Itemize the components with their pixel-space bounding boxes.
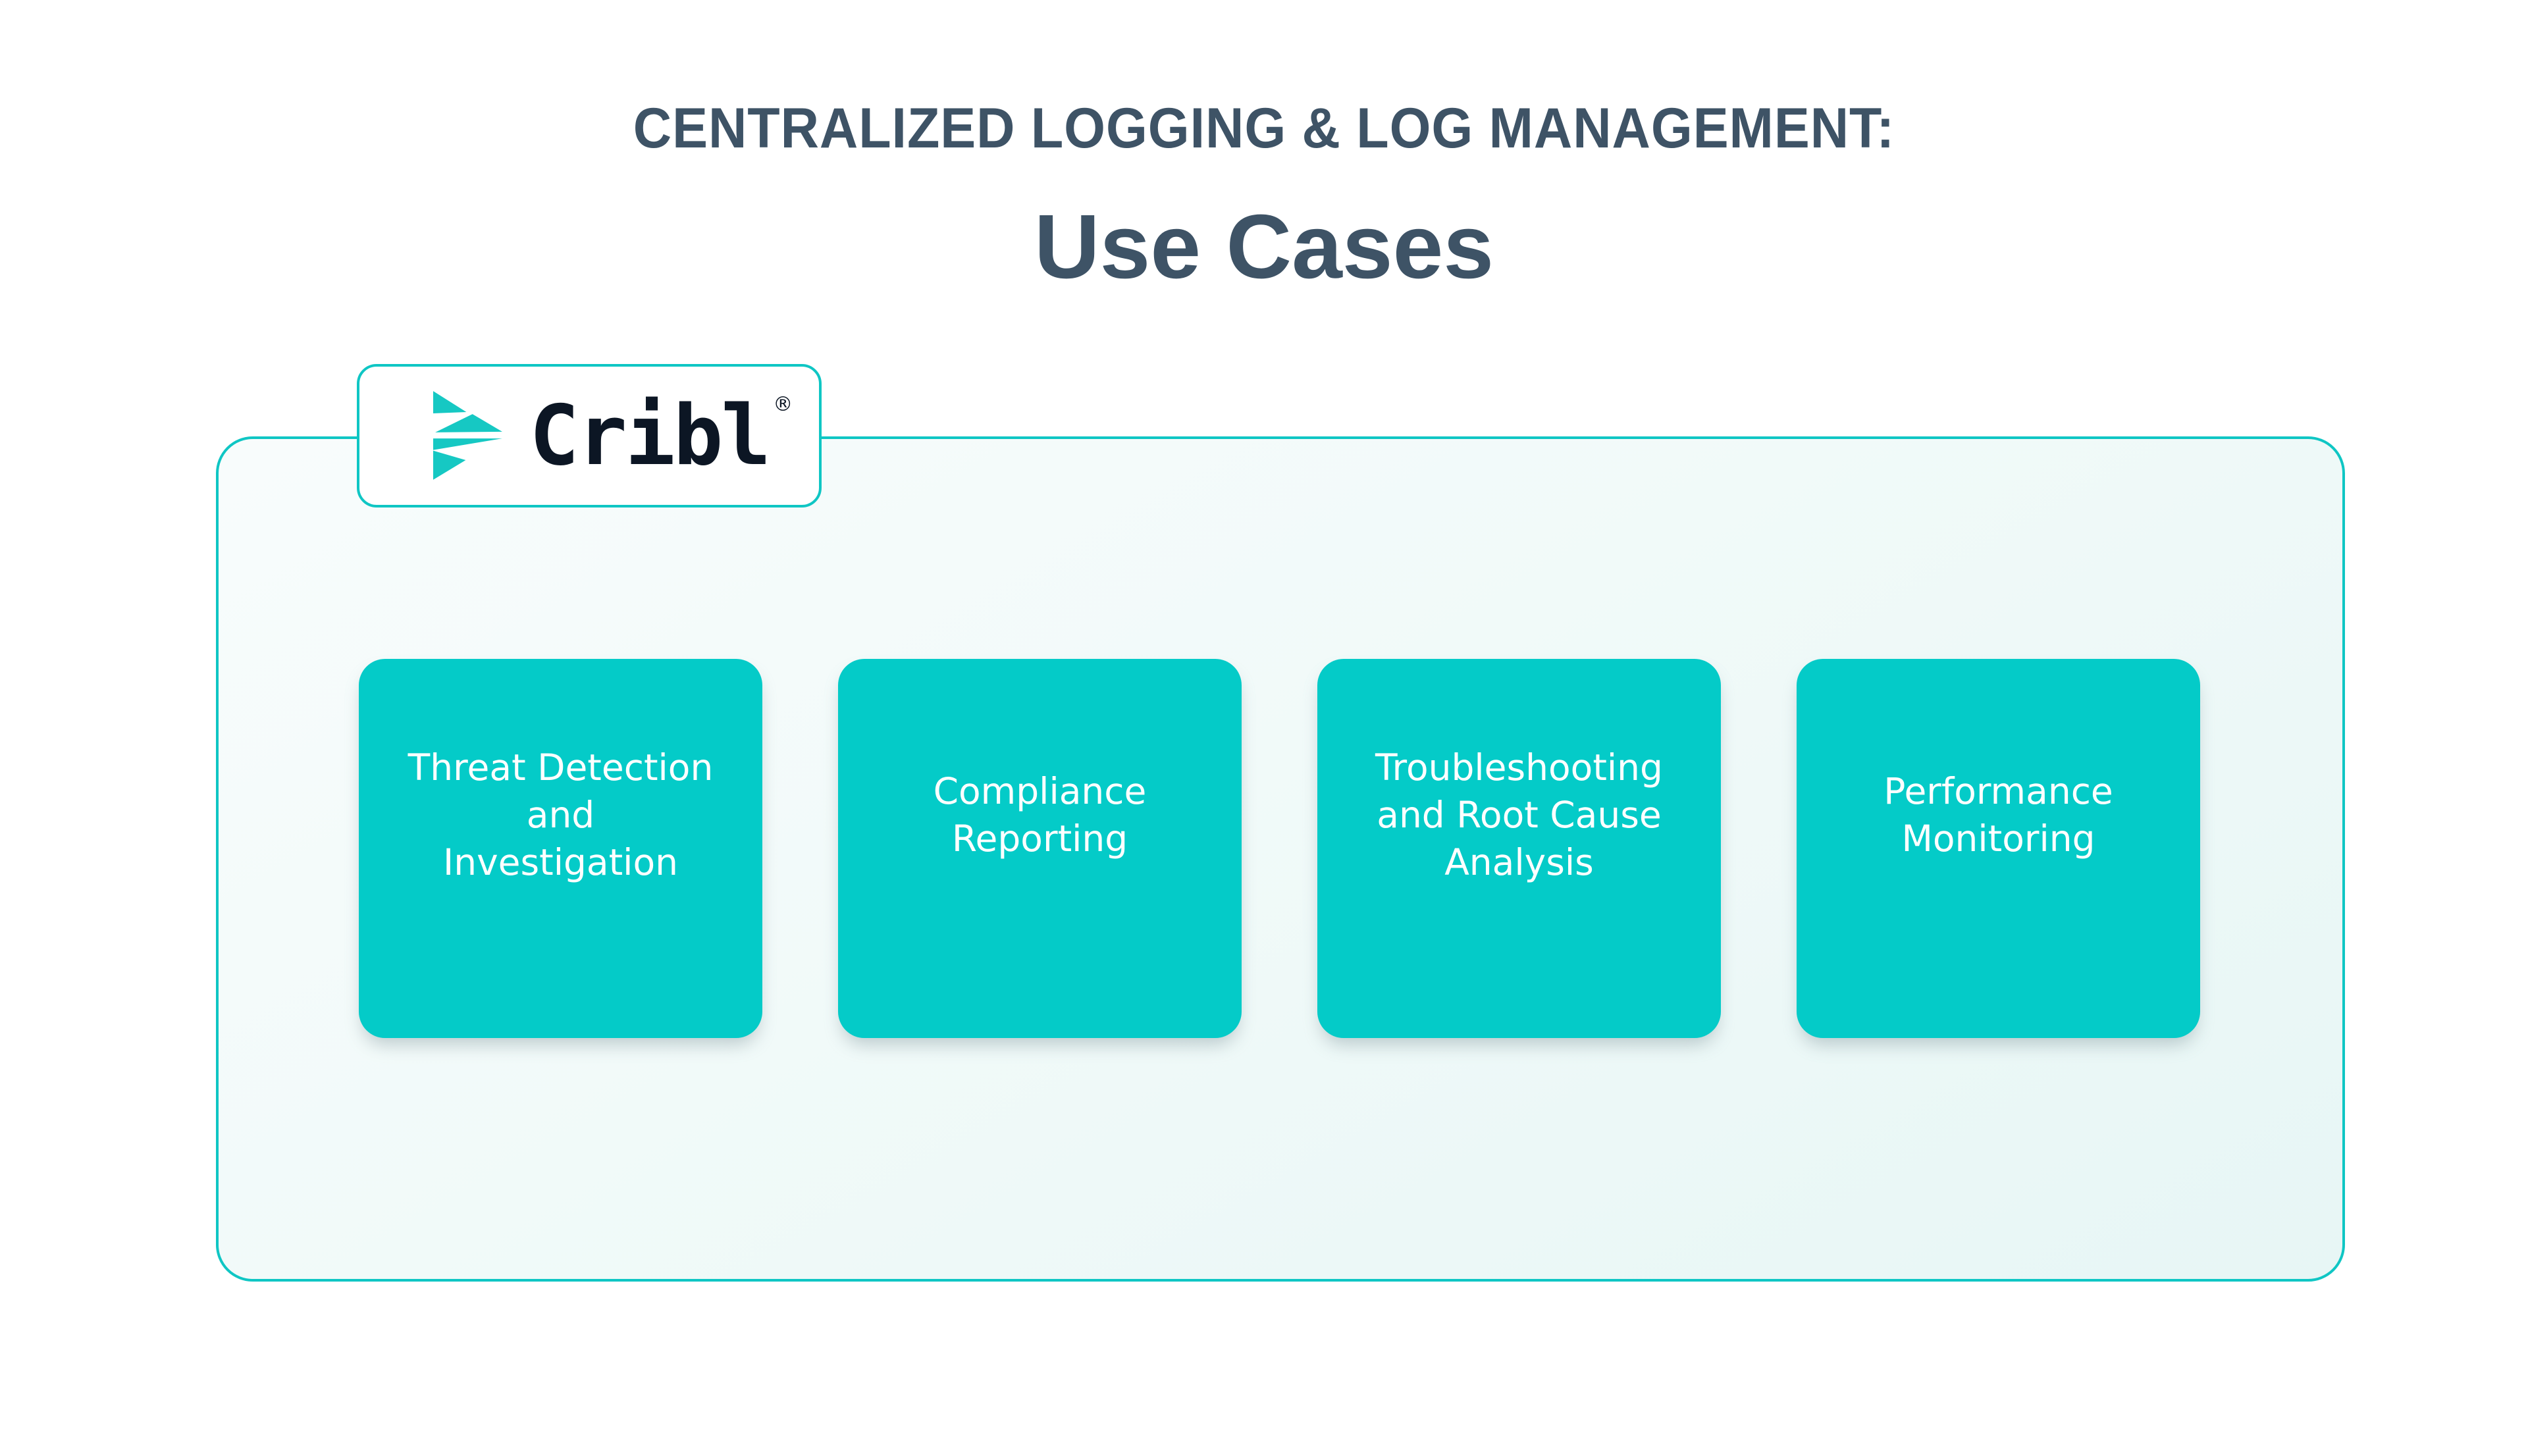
registered-trademark-symbol: ®	[773, 393, 793, 416]
use-case-card-performance-monitoring: Performance Monitoring	[1797, 659, 2200, 1038]
cribl-logo-icon	[433, 391, 502, 480]
page-kicker-title: CENTRALIZED LOGGING & LOG MANAGEMENT:	[633, 97, 1895, 160]
logo-triangle-upper-mid	[435, 414, 502, 432]
card-label-threat-detection: Threat Detection and Investigation	[408, 746, 714, 883]
card-label-performance-monitoring: Performance Monitoring	[1883, 770, 2113, 860]
card-label-compliance-reporting: Compliance Reporting	[933, 770, 1147, 860]
card-label-troubleshooting-rca: Troubleshooting and Root Cause Analysis	[1375, 746, 1663, 883]
logo-triangle-top	[433, 391, 467, 414]
cribl-wordmark: Cribl	[529, 387, 771, 484]
cribl-wordmark-group: Cribl ®	[529, 391, 793, 481]
page-title: Use Cases	[1034, 196, 1494, 298]
use-case-card-threat-detection: Threat Detection and Investigation	[359, 659, 762, 1038]
use-case-card-compliance-reporting: Compliance Reporting	[838, 659, 1242, 1038]
cribl-logo-badge: Cribl ®	[357, 364, 822, 507]
logo-triangle-lower-mid	[433, 438, 502, 450]
use-case-card-troubleshooting-rca: Troubleshooting and Root Cause Analysis	[1317, 659, 1721, 1038]
logo-triangle-bottom	[433, 450, 466, 480]
